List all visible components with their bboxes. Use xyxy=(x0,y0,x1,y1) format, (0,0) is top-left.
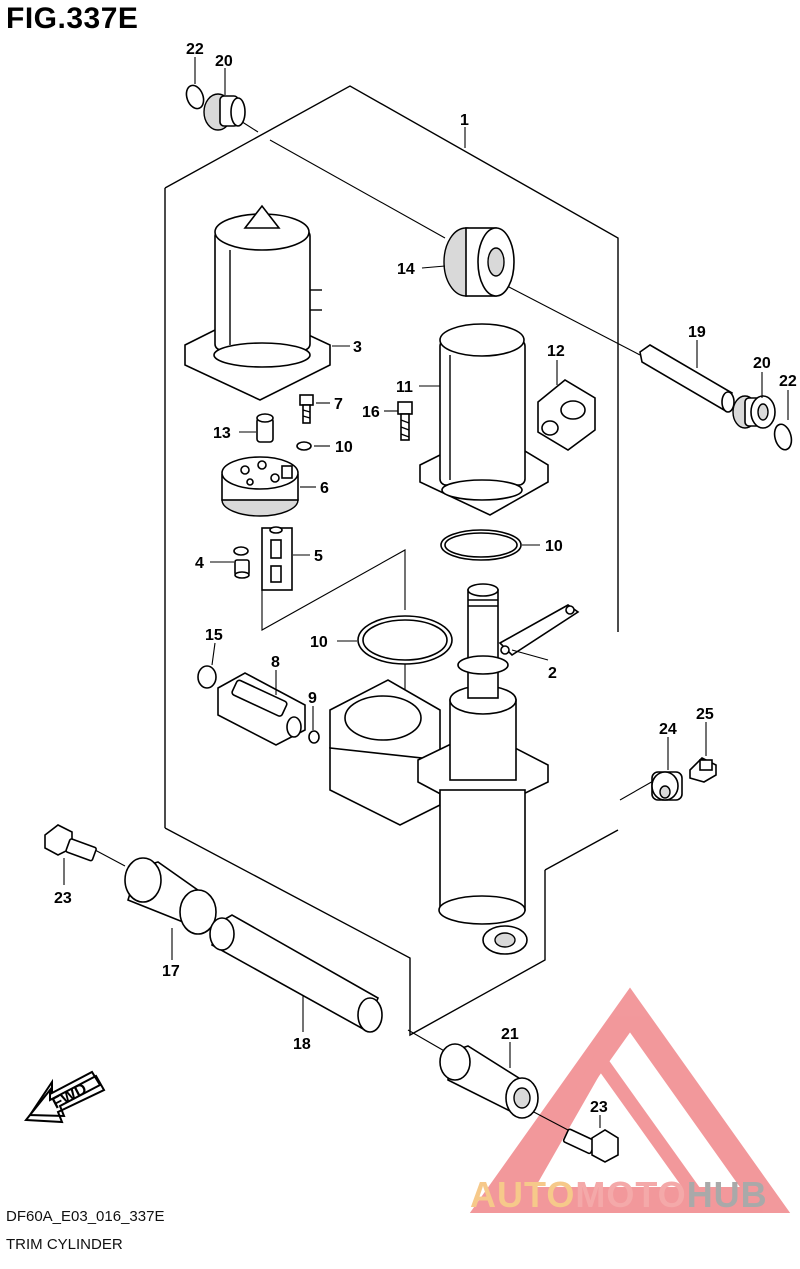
callout-25: 25 xyxy=(696,706,714,723)
callout-13: 13 xyxy=(213,425,231,442)
callout-21: 21 xyxy=(501,1026,519,1043)
assembly-outline xyxy=(164,85,619,1037)
leader-lines xyxy=(63,57,789,1128)
manual-release-valve xyxy=(217,672,306,746)
valve-small xyxy=(233,546,250,579)
drawing-code: DF60A_E03_016_337E xyxy=(6,1208,165,1225)
watermark-logo-triangle xyxy=(469,987,791,1213)
o-ring-small xyxy=(296,441,312,451)
callout-16: 16 xyxy=(362,404,380,421)
callout-1: 1 xyxy=(460,112,469,129)
lower-pin xyxy=(209,914,383,1033)
valve-assembly xyxy=(261,526,293,591)
reservoir-bolt xyxy=(397,401,413,441)
callout-3: 3 xyxy=(353,339,362,356)
callout-18: 18 xyxy=(293,1036,311,1053)
pump xyxy=(221,456,299,517)
callout-7: 7 xyxy=(334,396,343,413)
collar-bolt xyxy=(689,757,717,783)
main-cylinder xyxy=(329,583,549,955)
circlip-right xyxy=(773,423,793,451)
callout-2: 2 xyxy=(548,665,557,682)
lower-bushing-right xyxy=(439,1043,539,1119)
bushing-right xyxy=(732,395,776,429)
bushing-top-left xyxy=(203,93,246,131)
o-ring-large xyxy=(357,615,453,665)
callout-15: 15 xyxy=(205,627,223,644)
reservoir xyxy=(419,323,549,516)
plug xyxy=(537,379,596,451)
callout-12: 12 xyxy=(547,343,565,360)
watermark-auto: AUTO xyxy=(470,1174,576,1215)
callout-labels: 22 20 1 14 3 19 20 22 12 11 16 7 13 10 6… xyxy=(54,41,797,1116)
bushing-lower xyxy=(124,857,217,935)
callout-6: 6 xyxy=(320,480,329,497)
bushing-upper xyxy=(443,227,515,297)
figure-name: TRIM CYLINDER xyxy=(6,1236,123,1253)
callout-10-reservoir: 10 xyxy=(545,538,563,555)
callout-20-right: 20 xyxy=(753,355,771,372)
bolt-bottom xyxy=(562,1128,619,1163)
callout-23-bottom: 23 xyxy=(590,1099,608,1116)
clamp xyxy=(498,604,580,657)
callout-9: 9 xyxy=(308,690,317,707)
filter xyxy=(256,413,274,443)
callout-10-large: 10 xyxy=(310,634,328,651)
figure-title: FIG.337E xyxy=(6,2,139,35)
callout-11: 11 xyxy=(396,379,413,396)
alignment-lines xyxy=(94,117,749,1131)
fwd-arrow-icon: FWD xyxy=(24,1070,106,1124)
callout-19: 19 xyxy=(688,324,706,341)
trim-motor xyxy=(184,204,331,401)
callout-5: 5 xyxy=(314,548,323,565)
bolt-left xyxy=(44,824,97,862)
callout-23-left: 23 xyxy=(54,890,72,907)
watermark-moto: MOTO xyxy=(575,1174,687,1215)
circlip-top-left xyxy=(185,84,205,110)
collar xyxy=(651,771,683,801)
watermark-text: AUTOMOTOHUB xyxy=(470,1174,768,1216)
callout-10-small: 10 xyxy=(335,439,353,456)
o-ring-reservoir xyxy=(440,529,522,561)
pump-bolt xyxy=(299,394,314,424)
o-ring-valve xyxy=(308,730,320,744)
callout-22-top: 22 xyxy=(186,41,204,58)
callout-20-top: 20 xyxy=(215,53,233,70)
callout-8: 8 xyxy=(271,654,280,671)
callout-14: 14 xyxy=(397,261,415,278)
callout-17: 17 xyxy=(162,963,180,980)
snap-ring xyxy=(197,665,217,689)
callout-4: 4 xyxy=(195,555,204,572)
watermark-hub: HUB xyxy=(686,1174,768,1215)
upper-pin xyxy=(639,344,735,413)
callout-22-right: 22 xyxy=(779,373,797,390)
callout-24: 24 xyxy=(659,721,677,738)
